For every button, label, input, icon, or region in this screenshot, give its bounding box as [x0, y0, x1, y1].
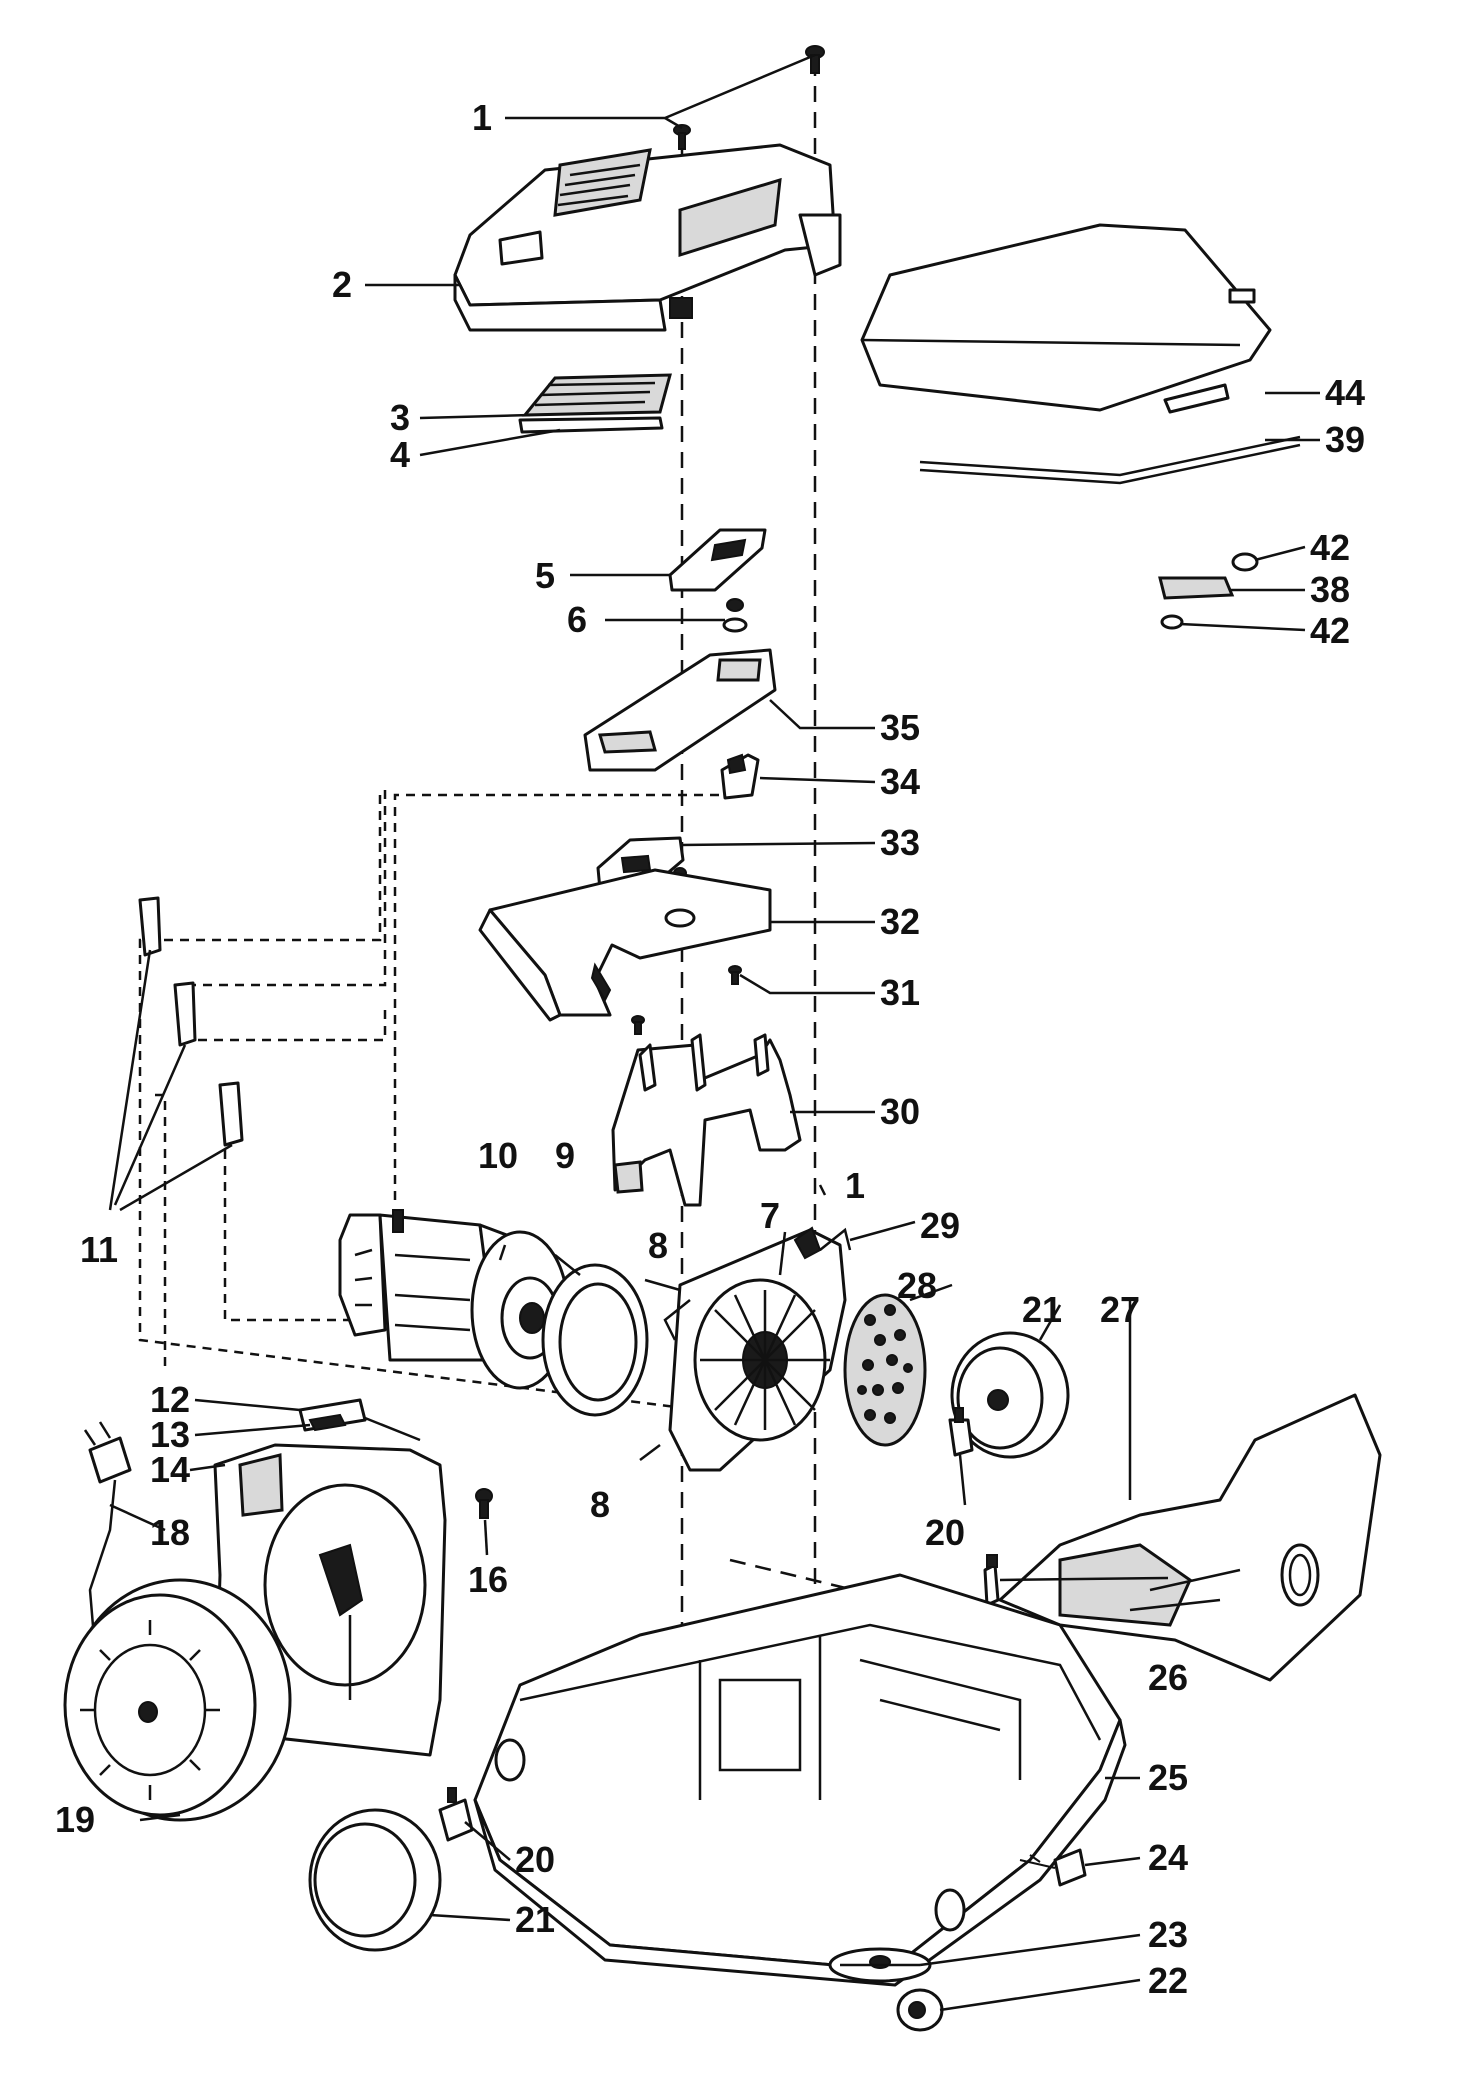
fan-ring-part-9 — [541, 1263, 649, 1417]
wheel-part-21-upper — [950, 1331, 1070, 1459]
callout-24: 24 — [1148, 1837, 1188, 1878]
gasket-part-39 — [919, 435, 1301, 485]
washer-part-6 — [722, 598, 748, 633]
callout-31: 31 — [880, 972, 920, 1013]
bag-clip-part-26 — [983, 1554, 1000, 1607]
callout-35: 35 — [880, 707, 920, 748]
callout-27: 27 — [1100, 1289, 1140, 1330]
callout-1-lower: 1 — [845, 1165, 865, 1206]
shield-part-32 — [478, 868, 772, 1022]
caster-part-24 — [1019, 1848, 1087, 1887]
callout-11: 11 — [80, 1229, 118, 1270]
callout-7: 7 — [760, 1195, 780, 1236]
callout-13: 13 — [150, 1414, 190, 1455]
callout-16: 16 — [468, 1559, 508, 1600]
callout-34: 34 — [880, 761, 920, 802]
callout-3: 3 — [390, 397, 410, 438]
callout-44: 44 — [1325, 372, 1365, 413]
callout-2: 2 — [332, 264, 352, 305]
base-housing-part-25 — [473, 1573, 1127, 1987]
callout-29: 29 — [920, 1205, 960, 1246]
caster-wheel-part-22 — [896, 1988, 944, 2032]
dust-bag-part-27 — [998, 1393, 1382, 1682]
motor-bracket-part-30 — [611, 1033, 802, 1207]
callout-38: 38 — [1310, 569, 1350, 610]
callout-20-lower: 20 — [515, 1839, 555, 1880]
handle-cover-part-35 — [583, 648, 777, 772]
callout-20-upper: 20 — [925, 1512, 965, 1553]
callout-21-lower: 21 — [515, 1899, 555, 1940]
wire-connectors-part-11 — [108, 896, 244, 1212]
axle-clip-part-20-upper — [948, 1407, 974, 1457]
callout-4: 4 — [390, 434, 410, 475]
handle-clip-part-5 — [668, 528, 767, 592]
callout-32: 32 — [880, 901, 920, 942]
screw-part-1-top — [673, 45, 825, 150]
callout-19: 19 — [55, 1799, 95, 1840]
callout-5: 5 — [535, 555, 555, 596]
callout-26: 26 — [1148, 1657, 1188, 1698]
callout-6: 6 — [567, 599, 587, 640]
filter-part-28 — [843, 1293, 927, 1447]
screws-part-31 — [631, 965, 742, 1035]
callout-25: 25 — [1148, 1757, 1188, 1798]
callout-10: 10 — [478, 1135, 518, 1176]
callout-9: 9 — [555, 1135, 575, 1176]
callout-21-upper: 21 — [1022, 1289, 1062, 1330]
callout-39: 39 — [1325, 419, 1365, 460]
filter-plate-part-3-4 — [518, 373, 672, 434]
motor-part-10 — [338, 1209, 570, 1390]
callout-33: 33 — [880, 822, 920, 863]
callout-28: 28 — [897, 1265, 937, 1306]
fan-housing-part-7-29 — [663, 1226, 852, 1472]
callout-23: 23 — [1148, 1914, 1188, 1955]
cord-reel-part-19 — [63, 1578, 292, 1822]
screw-part-16 — [475, 1488, 493, 1519]
callout-1: 1 — [472, 97, 492, 138]
wheel-part-21-lower — [308, 1808, 442, 1952]
callout-42-lower: 42 — [1310, 610, 1350, 651]
top-cover-part-2 — [453, 143, 842, 332]
axle-clip-part-20-lower — [438, 1787, 474, 1842]
callout-8-lower: 8 — [590, 1484, 610, 1525]
callout-14: 14 — [150, 1449, 190, 1490]
callout-22: 22 — [1148, 1960, 1188, 2001]
callout-30: 30 — [880, 1091, 920, 1132]
cord-clamp-part-12-13 — [298, 1398, 421, 1442]
bag-door-part-44 — [860, 223, 1272, 414]
callout-42-upper: 42 — [1310, 527, 1350, 568]
swivel-plate-part-23 — [828, 1947, 932, 1983]
callout-8-upper: 8 — [648, 1225, 668, 1266]
latch-part-38-42 — [1158, 552, 1259, 630]
callout-18: 18 — [150, 1512, 190, 1553]
callout-labels: 1 2 3 4 44 39 42 38 42 5 6 35 34 33 32 3… — [55, 97, 1365, 2001]
leader-lines — [109, 53, 1320, 2012]
switch-part-34 — [720, 753, 760, 800]
callout-12: 12 — [150, 1379, 190, 1420]
